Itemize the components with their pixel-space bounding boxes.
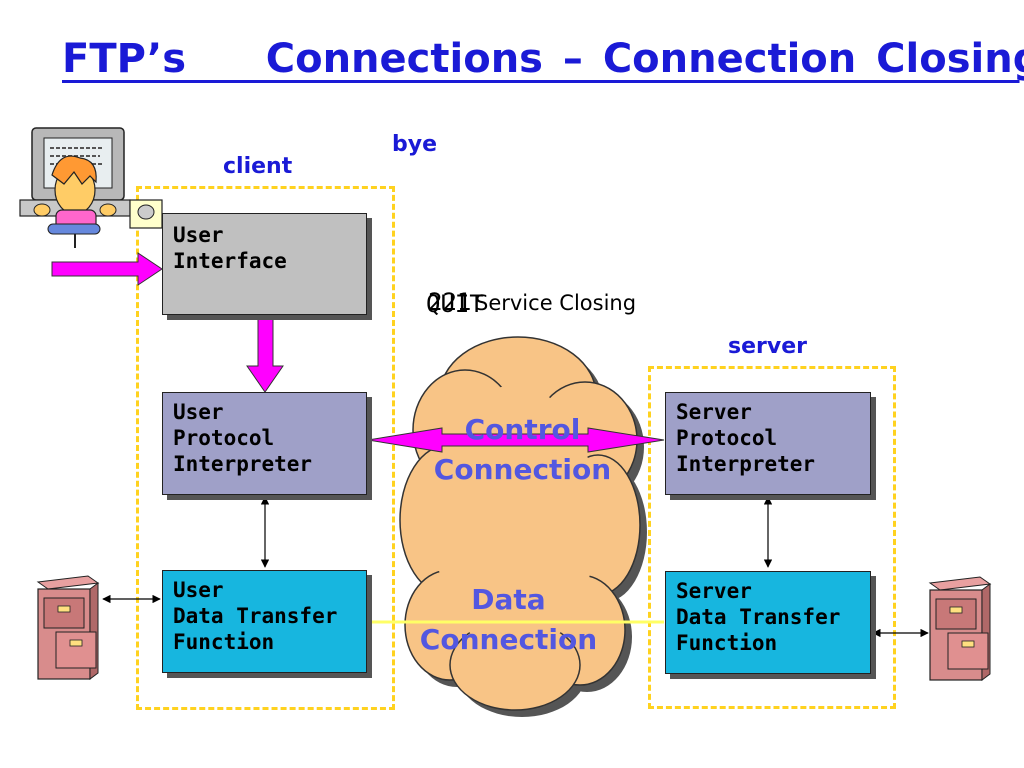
client-label: client <box>223 154 293 179</box>
user-data-transfer-box: User Data Transfer Function <box>162 570 367 673</box>
user-protocol-interpreter-box: User Protocol Interpreter <box>162 392 367 495</box>
quit-command-label: QUIT <box>426 290 484 318</box>
file-cabinet-icon <box>928 576 992 681</box>
bye-label: bye <box>392 132 438 157</box>
user-at-computer-icon <box>19 127 163 248</box>
client-region <box>136 186 395 710</box>
control-connection-label: Control Connection <box>433 413 612 486</box>
reply-code-label: 221 <box>428 288 472 316</box>
server-region <box>648 366 896 709</box>
server-data-transfer-box: Server Data Transfer Function <box>665 571 871 674</box>
ui-to-upi-arrow <box>246 314 284 393</box>
service-closing-label: Service Closing <box>475 291 637 315</box>
data-connection-label: Data Connection <box>419 583 598 656</box>
server-protocol-interpreter-box: Server Protocol Interpreter <box>665 392 871 495</box>
file-cabinet-icon <box>36 575 100 680</box>
server-label: server <box>728 334 807 359</box>
control-connection-arrow <box>367 427 665 453</box>
user-interface-box: User Interface <box>162 213 367 315</box>
cloud-core <box>433 385 597 655</box>
input-arrow <box>51 252 163 286</box>
